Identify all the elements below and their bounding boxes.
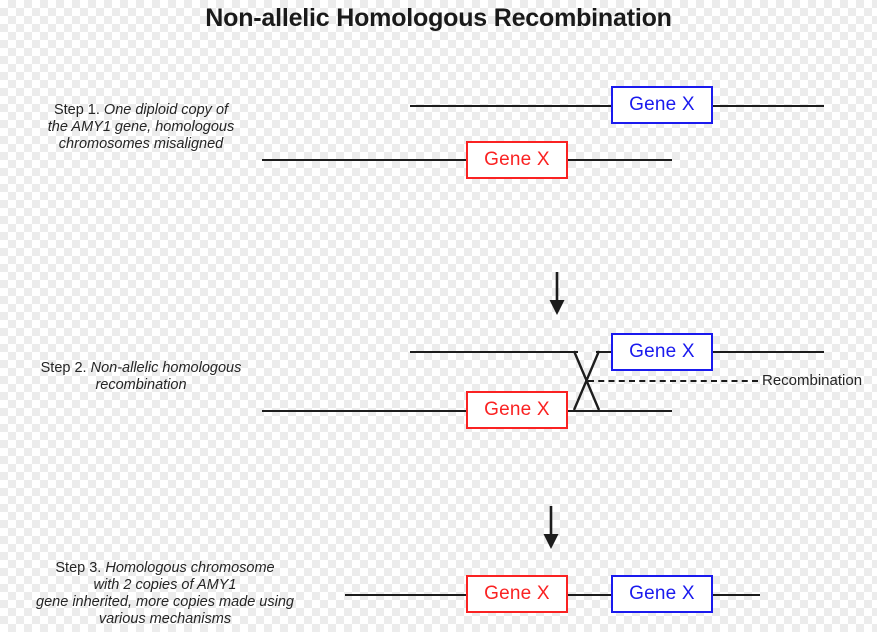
step-1-gene-box-blue: Gene X — [611, 86, 713, 124]
step-1-caption: Step 1. One diploid copy of the AMY1 gen… — [0, 102, 282, 153]
step-1-gene-box-red: Gene X — [466, 141, 568, 179]
crossover-x-icon — [570, 348, 604, 419]
gene-label: Gene X — [484, 149, 550, 170]
step-2-lower-chromosome-right — [568, 410, 672, 412]
step-3-chromosome-left — [345, 594, 466, 596]
step-2-caption: Step 2. Non-allelic homologous recombina… — [0, 360, 282, 394]
step-3-number: Step 3. — [55, 560, 102, 576]
page-title: Non-allelic Homologous Recombination — [205, 4, 672, 32]
step-1-line-1: One diploid copy of — [103, 102, 229, 118]
gene-label: Gene X — [484, 399, 550, 420]
step-3-line-2: with 2 copies of AMY1 — [93, 577, 237, 593]
step-2-lower-chromosome-left — [262, 410, 466, 412]
step-2-upper-chromosome-right — [713, 351, 824, 353]
step-2-number: Step 2. — [40, 360, 87, 376]
step-3-line-3: gene inherited, more copies made using — [36, 594, 294, 610]
step-3-line-1: Homologous chromosome — [105, 560, 275, 576]
recombination-annotation-label: Recombination — [762, 372, 863, 389]
step-2-upper-chromosome-left — [410, 351, 578, 353]
gene-label: Gene X — [484, 583, 550, 604]
step-2-gene-box-blue: Gene X — [611, 333, 713, 371]
step-3-gene-box-red: Gene X — [466, 575, 568, 613]
step-2-upper-chromosome-mid — [596, 351, 613, 353]
step-1-line-2: the AMY1 gene, homologous — [47, 119, 235, 135]
recombination-leader-line — [588, 380, 758, 382]
down-arrow-icon-2 — [534, 504, 568, 559]
step-3-chromosome-mid — [568, 594, 611, 596]
gene-label: Gene X — [629, 94, 695, 115]
gene-label: Gene X — [629, 583, 695, 604]
step-1-line-3: chromosomes misaligned — [58, 136, 224, 152]
step-3-line-4: various mechanisms — [98, 611, 232, 627]
step-2-gene-box-red: Gene X — [466, 391, 568, 429]
step-3-gene-box-blue: Gene X — [611, 575, 713, 613]
step-2-line-1: Non-allelic homologous — [90, 360, 242, 376]
step-2-line-2: recombination — [95, 377, 187, 393]
down-arrow-icon-1 — [540, 270, 574, 325]
gene-label: Gene X — [629, 341, 695, 362]
step-3-chromosome-right — [713, 594, 760, 596]
step-1-number: Step 1. — [53, 102, 100, 118]
step-3-caption: Step 3. Homologous chromosome with 2 cop… — [0, 560, 330, 628]
